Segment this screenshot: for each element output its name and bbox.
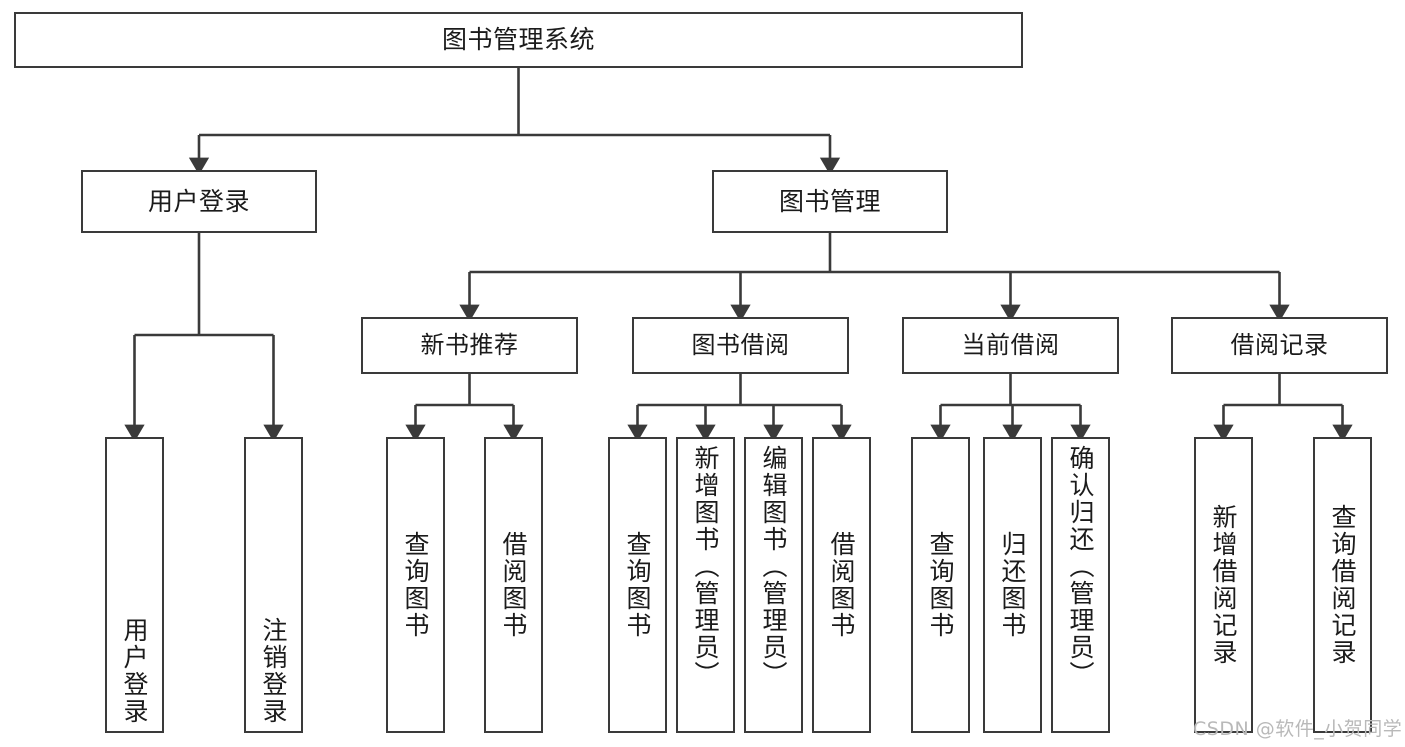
node-label: 用户登录 [120, 617, 149, 725]
node-label: 当前借阅 [961, 331, 1060, 360]
node-label: 用户登录 [147, 186, 250, 216]
node-new-book-recommend[interactable]: 新书推荐 [361, 317, 578, 374]
node-current-borrow[interactable]: 当前借阅 [902, 317, 1119, 374]
node-leaf-add-book-admin[interactable]: 新增图书（管理员） [676, 437, 735, 733]
node-label: 查询借阅记录 [1328, 504, 1357, 666]
node-label: 查询图书 [401, 531, 430, 639]
node-leaf-logout[interactable]: 注销登录 [244, 437, 303, 733]
node-label: 新增图书（管理员） [691, 445, 720, 688]
node-leaf-borrow-book-recommend[interactable]: 借阅图书 [484, 437, 543, 733]
node-leaf-add-borrow-record[interactable]: 新增借阅记录 [1194, 437, 1253, 733]
node-label: 新增借阅记录 [1209, 504, 1238, 666]
node-label: 确认归还（管理员） [1066, 445, 1095, 688]
node-label: 新书推荐 [420, 331, 519, 360]
node-leaf-query-book-borrow[interactable]: 查询图书 [608, 437, 667, 733]
node-label: 注销登录 [259, 617, 288, 725]
node-borrow-record[interactable]: 借阅记录 [1171, 317, 1388, 374]
node-book-borrow[interactable]: 图书借阅 [632, 317, 849, 374]
node-label: 借阅图书 [499, 531, 528, 639]
node-label: 图书管理系统 [441, 25, 595, 55]
node-leaf-edit-book-admin[interactable]: 编辑图书（管理员） [744, 437, 803, 733]
node-label: 图书借阅 [691, 331, 790, 360]
node-book-management[interactable]: 图书管理 [712, 170, 948, 233]
node-label: 查询图书 [926, 531, 955, 639]
node-label: 编辑图书（管理员） [759, 445, 788, 688]
node-label: 借阅记录 [1230, 331, 1329, 360]
node-leaf-return-book[interactable]: 归还图书 [983, 437, 1042, 733]
node-leaf-borrow-book-borrow[interactable]: 借阅图书 [812, 437, 871, 733]
node-label: 图书管理 [778, 186, 881, 216]
node-label: 借阅图书 [827, 531, 856, 639]
node-leaf-confirm-return-admin[interactable]: 确认归还（管理员） [1051, 437, 1110, 733]
node-leaf-query-book-current[interactable]: 查询图书 [911, 437, 970, 733]
node-leaf-query-book-recommend[interactable]: 查询图书 [386, 437, 445, 733]
node-book-management-system[interactable]: 图书管理系统 [14, 12, 1023, 68]
node-leaf-query-borrow-record[interactable]: 查询借阅记录 [1313, 437, 1372, 733]
csdn-watermark: CSDN @软件_小贺同学 [1193, 718, 1403, 740]
node-label: 查询图书 [623, 531, 652, 639]
node-leaf-user-login[interactable]: 用户登录 [105, 437, 164, 733]
node-label: 归还图书 [998, 531, 1027, 639]
node-user-login[interactable]: 用户登录 [81, 170, 317, 233]
